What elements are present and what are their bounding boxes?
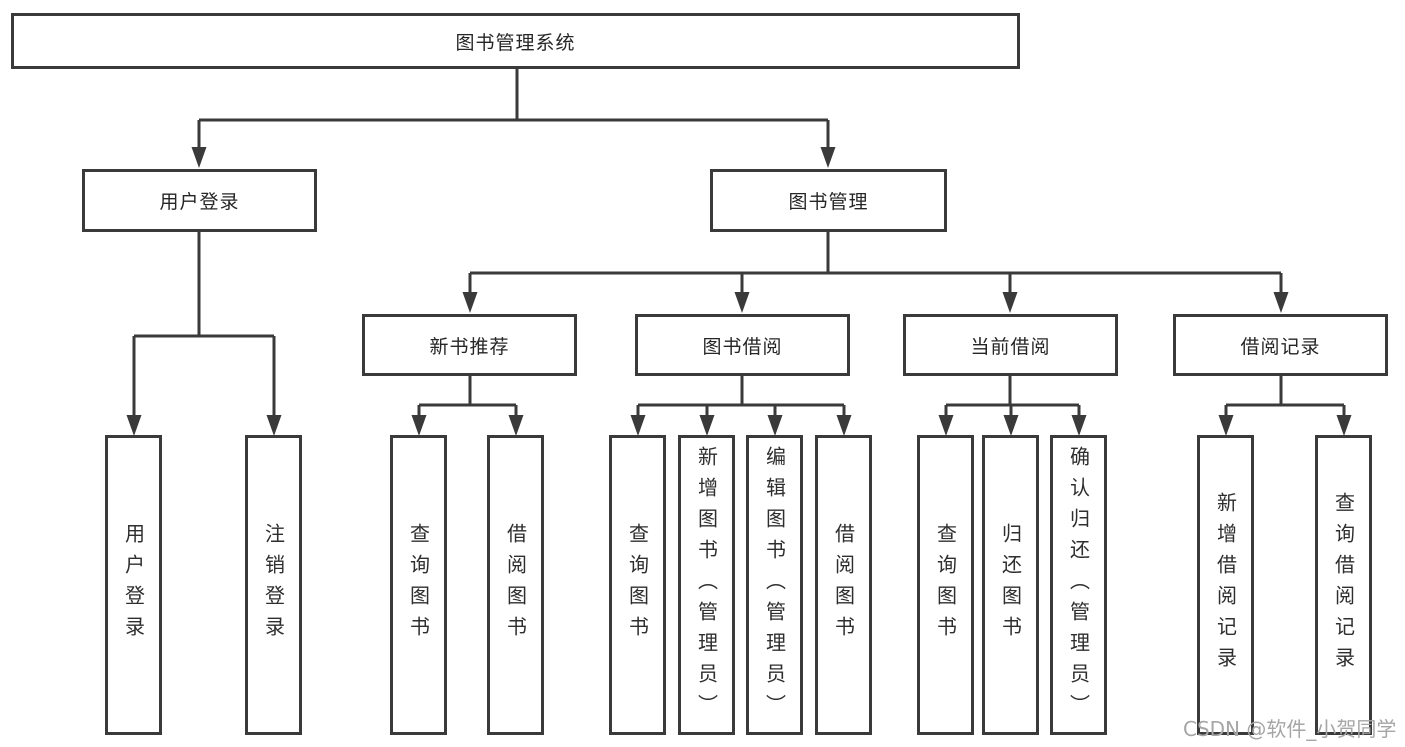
leaf-confirm-return-admin: 确认归还（管理员） [1050,435,1107,735]
node-label: 借阅图书 [831,523,856,647]
node-label: 查询图书 [625,523,650,647]
node-label: 图书管理系统 [455,31,576,54]
leaf-add-book-admin: 新增图书（管理员） [678,435,735,735]
leaf-edit-book-admin: 编辑图书（管理员） [746,435,803,735]
node-current-borrowing: 当前借阅 [903,314,1118,376]
node-label: 当前借阅 [970,335,1051,358]
node-label: 新书推荐 [429,335,510,358]
leaf-query-books-current: 查询图书 [917,435,974,735]
leaf-return-books: 归还图书 [982,435,1039,735]
leaf-borrow-books-recommend: 借阅图书 [487,435,544,735]
csdn-watermark: CSDN @软件_小贺同学 [1183,717,1397,741]
leaf-query-books-borrowing: 查询图书 [609,435,666,735]
node-label: 图书管理 [788,191,869,213]
node-label: 归还图书 [998,523,1023,647]
node-book-management-branch: 图书管理 [710,169,947,232]
leaf-query-books-recommend: 查询图书 [390,435,447,735]
node-label: 借阅记录 [1240,335,1321,358]
leaf-add-borrowing-record: 新增借阅记录 [1197,435,1254,735]
leaf-user-login: 用户登录 [105,435,162,735]
node-label: 确认归还（管理员） [1066,445,1091,725]
node-label: 查询图书 [933,523,958,647]
node-library-management-system: 图书管理系统 [11,13,1020,69]
node-user-login-branch: 用户登录 [82,169,317,232]
node-label: 查询借阅记录 [1331,492,1356,678]
node-label: 借阅图书 [503,523,528,647]
node-label: 新增图书（管理员） [694,445,719,725]
leaf-query-borrowing-record: 查询借阅记录 [1315,435,1372,735]
node-new-book-recommendation: 新书推荐 [362,314,577,376]
node-book-borrowing: 图书借阅 [635,314,850,376]
node-borrowing-records: 借阅记录 [1173,314,1388,376]
node-label: 图书借阅 [702,335,783,358]
node-label: 用户登录 [121,523,146,647]
node-label: 新增借阅记录 [1213,492,1238,678]
node-label: 编辑图书（管理员） [762,445,787,725]
node-label: 用户登录 [159,191,240,213]
arrowheads [126,147,1352,436]
node-label: 注销登录 [261,523,286,647]
leaf-logout: 注销登录 [245,435,302,735]
leaf-borrow-books: 借阅图书 [815,435,872,735]
node-label: 查询图书 [406,523,431,647]
